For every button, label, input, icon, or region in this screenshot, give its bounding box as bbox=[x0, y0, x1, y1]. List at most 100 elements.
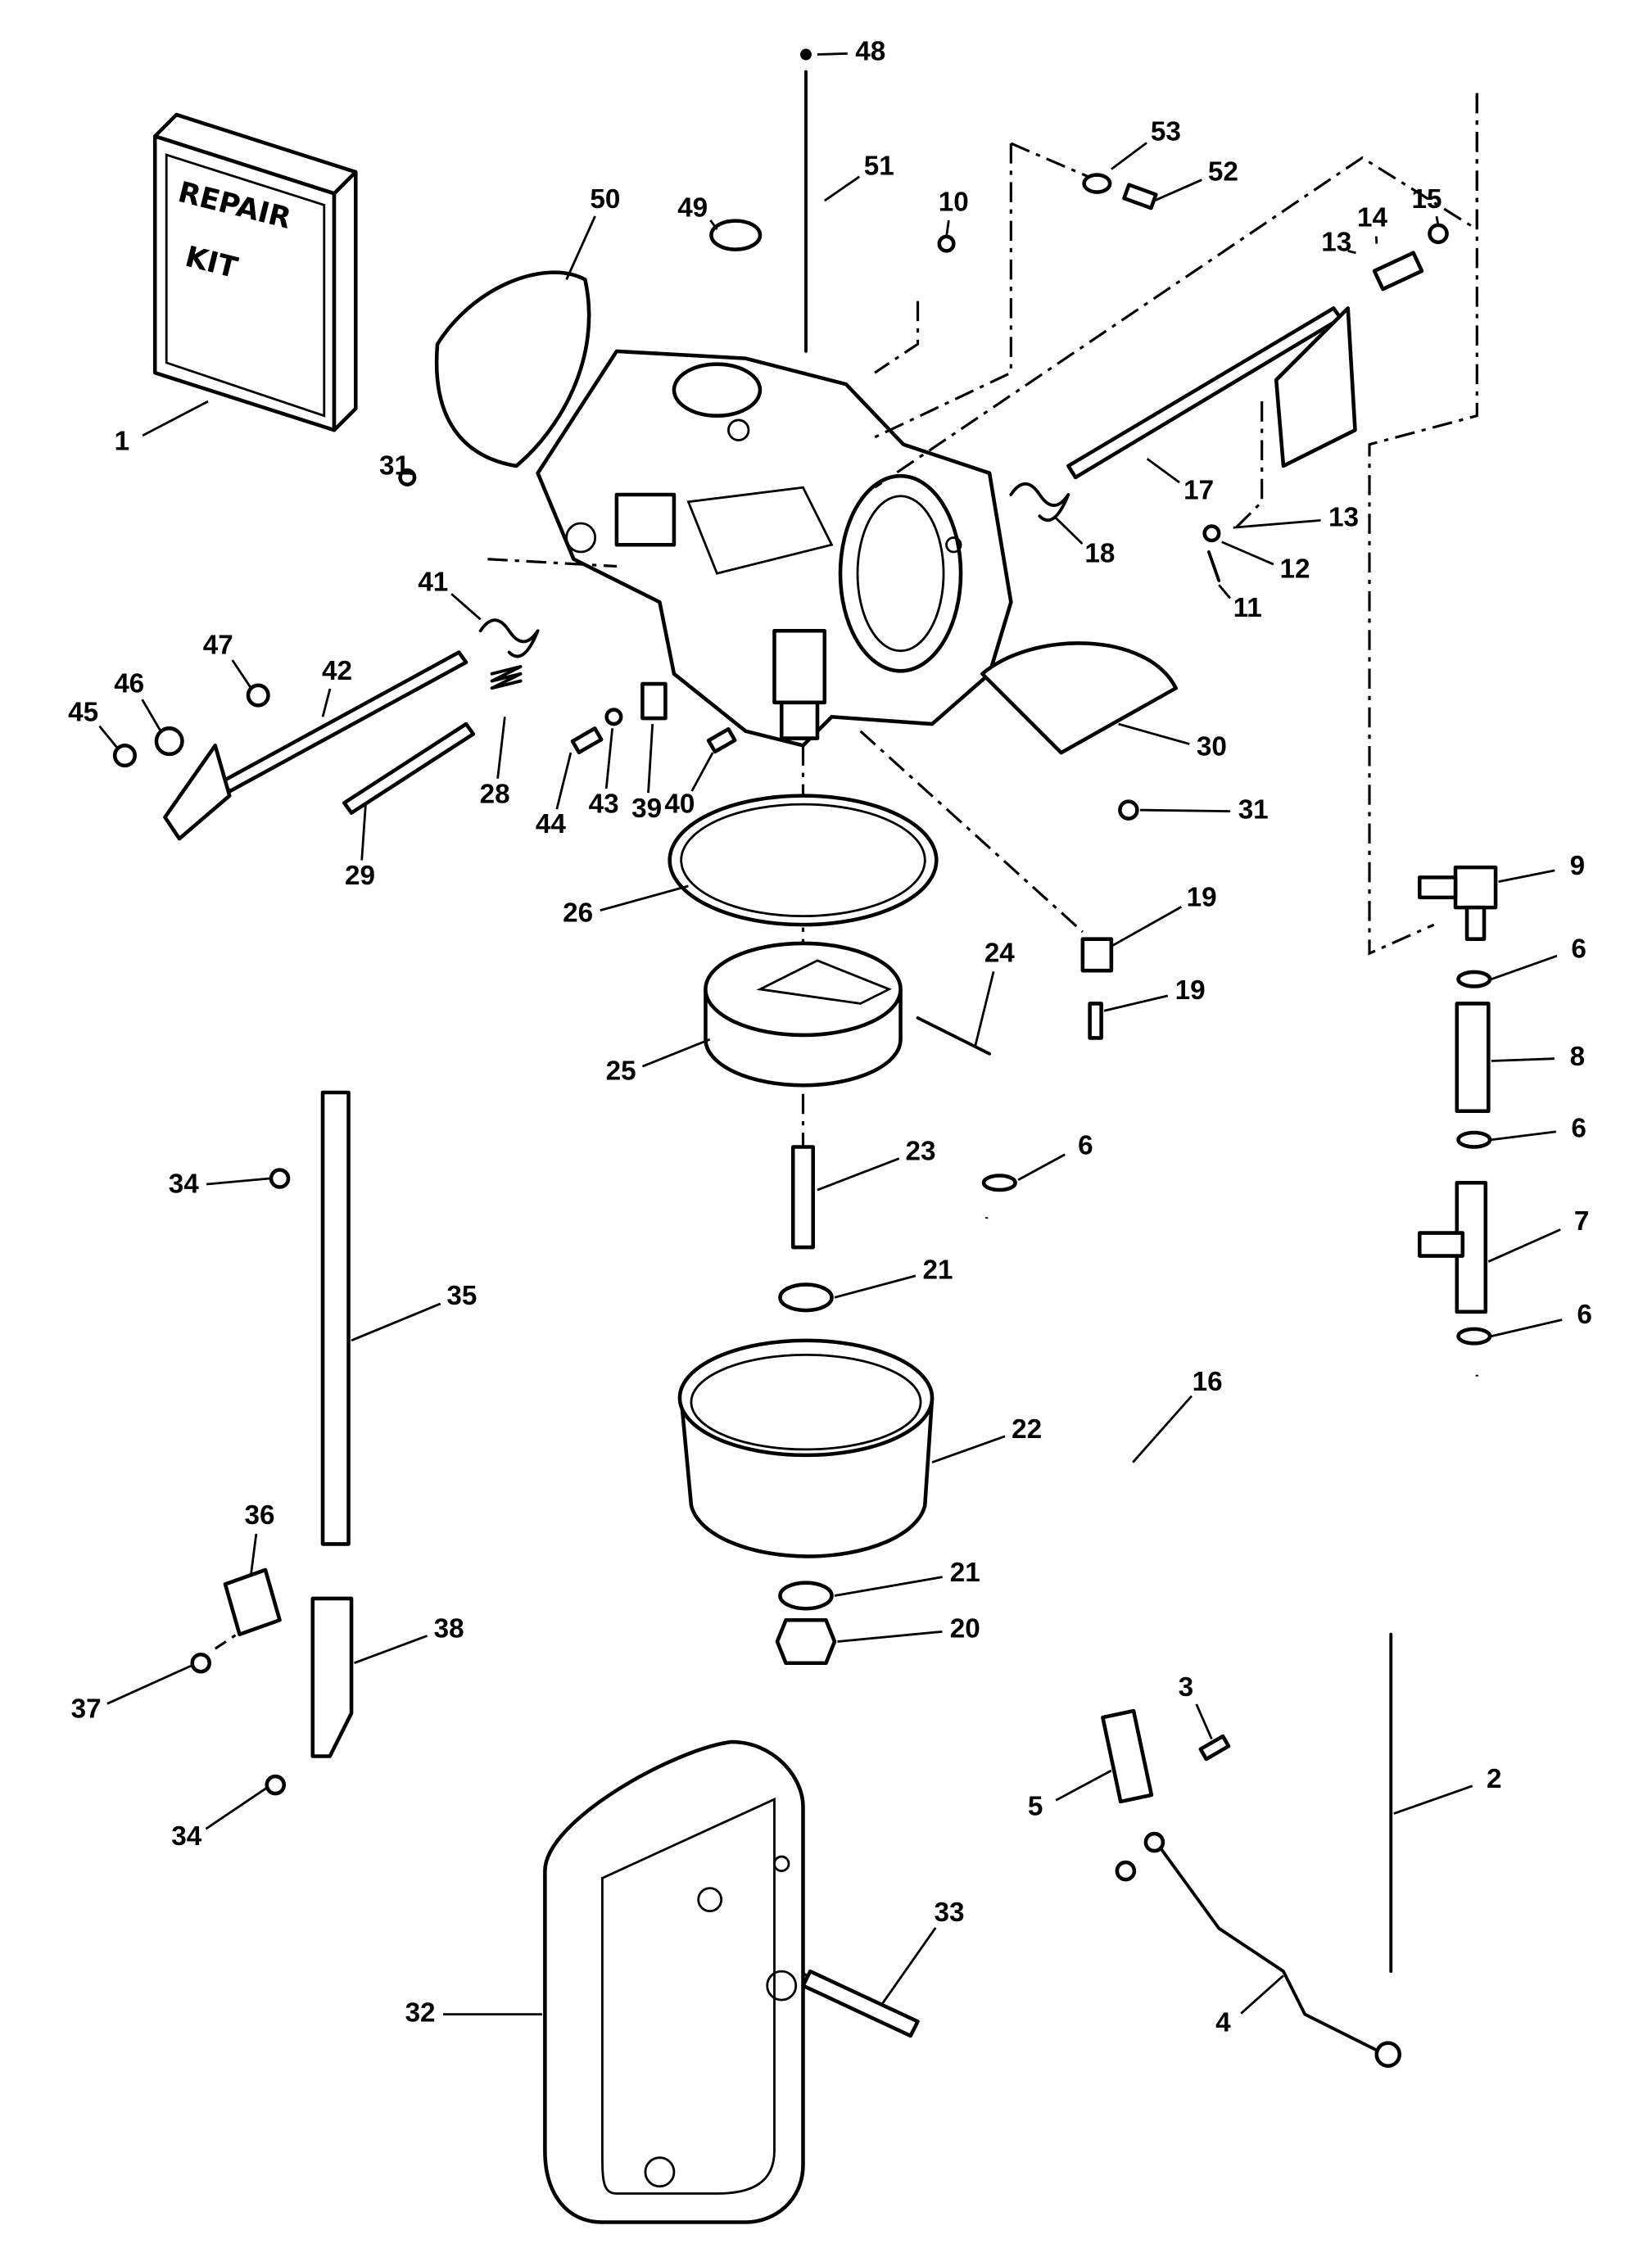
callout-leader-line bbox=[1435, 215, 1440, 226]
pin-11 bbox=[1206, 550, 1221, 582]
callout-leader-line bbox=[106, 1664, 192, 1705]
callout-leader-line bbox=[690, 752, 714, 792]
callout-leader-line bbox=[880, 1927, 937, 2006]
spring-18 bbox=[1009, 482, 1070, 522]
callout-labels: 4851535210495013141513117181312114142474… bbox=[68, 37, 1592, 2038]
callout-leader-line bbox=[496, 717, 506, 779]
screw-52 bbox=[1122, 183, 1158, 210]
callout-leader-line bbox=[205, 1786, 268, 1830]
callout-leader-line bbox=[837, 1630, 943, 1643]
callout-number: 6 bbox=[1571, 1113, 1586, 1143]
callout-number: 45 bbox=[68, 698, 98, 728]
callout-leader-line bbox=[945, 219, 950, 237]
callout-number: 4 bbox=[1215, 2008, 1231, 2038]
callout-number: 2 bbox=[1487, 1764, 1502, 1794]
fitting-14 bbox=[1372, 251, 1424, 292]
callout-number: 15 bbox=[1412, 184, 1442, 215]
tee-fitting-7 bbox=[1417, 1181, 1488, 1314]
callout-leader-line bbox=[1498, 869, 1555, 884]
callout-leader-line bbox=[1221, 541, 1274, 566]
callout-number: 11 bbox=[1233, 593, 1262, 623]
callout-number: 33 bbox=[935, 1897, 965, 1928]
callout-leader-line bbox=[450, 593, 482, 621]
washer-43 bbox=[604, 708, 623, 726]
callout-leader-line bbox=[1132, 1395, 1193, 1463]
callout-number: 32 bbox=[405, 1997, 436, 2028]
callout-leader-line bbox=[823, 175, 861, 202]
fuel-line-16 bbox=[977, 1217, 1485, 1513]
pin-3 bbox=[1198, 1734, 1231, 1762]
callout-number: 24 bbox=[984, 939, 1015, 969]
screw-15 bbox=[1428, 223, 1449, 245]
choke-shaft-42 bbox=[163, 650, 468, 841]
callout-number: 28 bbox=[480, 779, 510, 809]
screw-44 bbox=[570, 726, 604, 755]
cover-32 bbox=[543, 1739, 805, 2224]
callout-leader-line bbox=[1218, 584, 1231, 599]
callout-leader-line bbox=[555, 752, 573, 810]
callout-number: 6 bbox=[1577, 1300, 1592, 1330]
callout-number: 34 bbox=[171, 1821, 201, 1852]
pin-48 bbox=[799, 48, 812, 61]
callout-leaders bbox=[98, 52, 1563, 2016]
callout-leader-line bbox=[1491, 1130, 1556, 1142]
float-bowl-22 bbox=[677, 1338, 935, 1558]
gasket-30 bbox=[980, 641, 1178, 755]
needle-23 bbox=[790, 1145, 816, 1250]
callout-number: 49 bbox=[677, 192, 708, 223]
needle-19 bbox=[1088, 1002, 1103, 1040]
callout-number: 23 bbox=[906, 1136, 936, 1166]
callout-leader-line bbox=[709, 219, 718, 230]
callout-number: 1 bbox=[115, 427, 130, 457]
seal-49 bbox=[709, 219, 763, 251]
callout-number: 31 bbox=[1238, 795, 1269, 825]
callout-leader-line bbox=[641, 1038, 711, 1068]
clamp-6a bbox=[1456, 970, 1492, 988]
throttle-shaft-17 bbox=[1066, 306, 1357, 480]
callout-number: 7 bbox=[1574, 1206, 1590, 1237]
callout-leader-line bbox=[834, 1576, 943, 1597]
callout-leader-line bbox=[351, 1302, 441, 1342]
callout-number: 47 bbox=[203, 630, 233, 660]
callout-number: 48 bbox=[855, 37, 885, 67]
callout-leader-line bbox=[1146, 458, 1180, 484]
callout-number: 51 bbox=[864, 152, 894, 182]
callout-number: 19 bbox=[1175, 975, 1206, 1006]
callout-number: 42 bbox=[322, 656, 352, 686]
callout-leader-line bbox=[142, 400, 209, 437]
callout-number: 25 bbox=[606, 1056, 636, 1086]
callout-number: 8 bbox=[1570, 1042, 1586, 1072]
nut-47 bbox=[246, 683, 270, 708]
callout-number: 31 bbox=[379, 450, 410, 481]
plug-20 bbox=[775, 1617, 837, 1666]
callout-number: 26 bbox=[563, 898, 593, 929]
needle-29 bbox=[342, 721, 476, 815]
callout-number: 10 bbox=[939, 187, 969, 217]
callout-number: 18 bbox=[1084, 538, 1115, 568]
callout-number: 6 bbox=[1078, 1130, 1093, 1160]
callout-number: 44 bbox=[536, 809, 566, 839]
callout-number: 30 bbox=[1197, 732, 1227, 762]
clip-10 bbox=[937, 234, 956, 253]
callout-number: 41 bbox=[418, 567, 448, 597]
callout-number: 43 bbox=[589, 789, 619, 820]
bushing-46 bbox=[154, 726, 184, 757]
clamp-6c bbox=[1456, 1327, 1492, 1346]
callout-number: 46 bbox=[114, 669, 144, 699]
callout-number: 3 bbox=[1179, 1672, 1194, 1703]
repair-kit-box: REPAIR KIT bbox=[152, 112, 358, 432]
washer-12 bbox=[1202, 524, 1221, 543]
callout-leader-line bbox=[1017, 1153, 1066, 1182]
callout-number: 39 bbox=[631, 794, 662, 824]
clamp-6b bbox=[1456, 1130, 1492, 1149]
clip-39 bbox=[640, 681, 668, 721]
link-4 bbox=[1160, 1848, 1378, 2052]
callout-number: 38 bbox=[434, 1613, 464, 1644]
callout-leader-line bbox=[1111, 906, 1183, 948]
lever-38 bbox=[310, 1596, 354, 1758]
callout-leader-line bbox=[354, 1635, 428, 1665]
callout-leader-line bbox=[1393, 1784, 1473, 1815]
screw-33 bbox=[801, 1969, 920, 2038]
callout-number: 13 bbox=[1328, 503, 1359, 533]
callout-leader-line bbox=[141, 699, 162, 732]
